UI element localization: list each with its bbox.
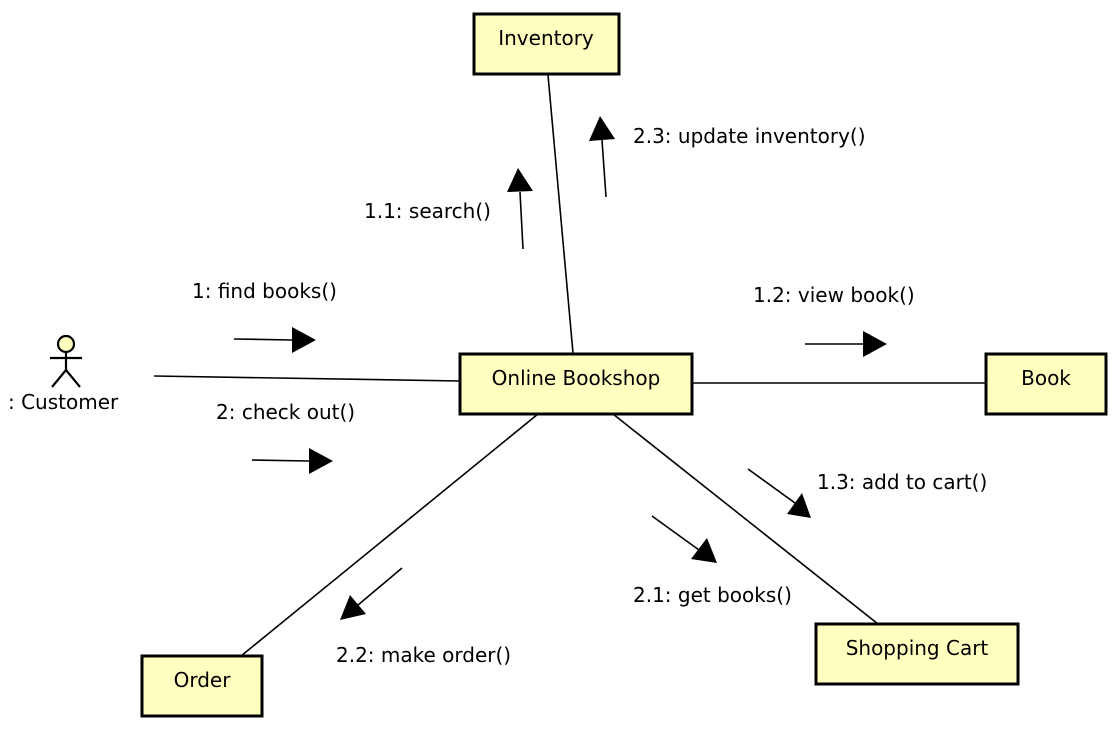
message-arrow-1-3 [747, 468, 811, 518]
object-box-bookshop [458, 352, 694, 416]
message-label-2-1: 2.1: get books() [633, 583, 792, 607]
arrow-head-icon [787, 493, 811, 518]
actor-label: : Customer [8, 390, 119, 414]
arrow-head-icon [340, 595, 366, 620]
object-label-order: Order [174, 668, 232, 692]
arrow-head-icon [691, 538, 717, 563]
link-customer-bookshop [153, 375, 461, 382]
message-label-2-2: 2.2: make order() [336, 643, 511, 667]
object-book: Book [984, 352, 1108, 416]
customer-actor: : Customer [8, 334, 119, 414]
message-arrow-2 [251, 448, 333, 474]
actor-left-leg [51, 369, 67, 388]
object-box-book [984, 352, 1108, 416]
message-arrows [233, 116, 887, 620]
arrow-head-icon [507, 168, 533, 192]
link-bookshop-order [240, 413, 539, 657]
object-label-book: Book [1021, 366, 1071, 390]
message-label-1: 1: find books() [192, 279, 337, 303]
links [153, 74, 986, 657]
object-box-inventory [472, 12, 621, 76]
object-label-inventory: Inventory [498, 26, 594, 50]
actor-head-icon [56, 334, 76, 354]
message-arrow-1-1 [507, 168, 533, 250]
actor-right-leg [65, 369, 81, 388]
object-bookshop: Online Bookshop [458, 352, 694, 416]
message-label-2: 2: check out() [216, 400, 355, 424]
object-label-bookshop: Online Bookshop [492, 366, 661, 390]
object-inventory: Inventory [472, 12, 621, 76]
object-cart: Shopping Cart [814, 622, 1020, 686]
message-arrow-2-1 [651, 515, 717, 563]
message-label-1-1: 1.1: search() [364, 199, 491, 223]
arrow-head-icon [292, 327, 316, 353]
object-box-cart [814, 622, 1020, 686]
link-bookshop-cart [612, 413, 879, 625]
message-labels: 1: find books() 1.1: search() 1.2: view … [192, 124, 987, 667]
message-arrow-1-2 [805, 331, 887, 357]
arrow-head-icon [863, 331, 887, 357]
object-label-cart: Shopping Cart [846, 636, 989, 660]
message-label-1-3: 1.3: add to cart() [817, 470, 987, 494]
message-label-2-3: 2.3: update inventory() [633, 124, 866, 148]
message-arrow-2-3 [589, 116, 615, 198]
message-arrow-1 [233, 327, 316, 353]
link-bookshop-inventory [547, 74, 574, 354]
object-box-order [140, 654, 264, 718]
arrow-head-icon [589, 116, 615, 141]
arrow-head-icon [309, 448, 333, 474]
message-label-1-2: 1.2: view book() [753, 283, 915, 307]
message-arrow-2-2 [340, 567, 403, 620]
object-order: Order [140, 654, 264, 718]
